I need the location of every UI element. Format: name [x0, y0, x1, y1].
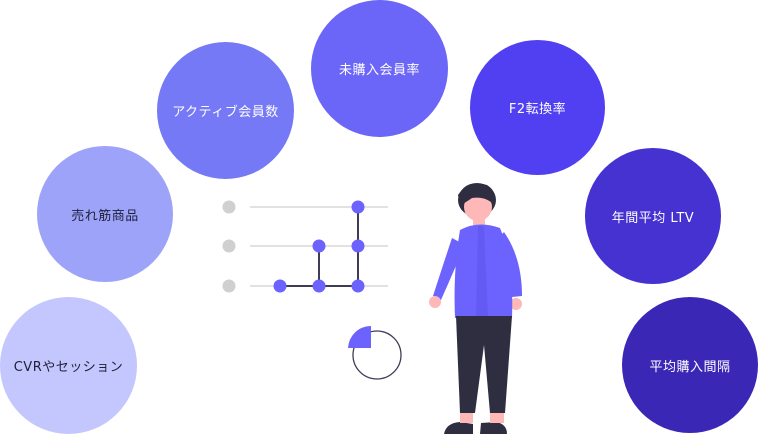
metric-label: 平均購入間隔	[649, 359, 731, 375]
metric-circle-cvr-sessions: CVRやセッション	[0, 297, 137, 434]
metric-label: 売れ筋商品	[71, 208, 139, 224]
metric-circle-best-sellers: 売れ筋商品	[37, 146, 173, 282]
metric-circle-non-purchasing-rate: 未購入会員率	[311, 0, 448, 137]
metric-circle-annual-ltv: 年間平均 LTV	[585, 148, 721, 284]
person-illustration	[429, 183, 522, 434]
pie-chart-icon	[348, 325, 402, 380]
node-graph-icon	[222, 200, 388, 293]
metric-label: F2転換率	[508, 102, 567, 117]
metric-circle-active-members: アクティブ会員数	[157, 42, 294, 179]
metric-label: CVRやセッション	[13, 360, 124, 375]
metric-label: 年間平均 LTV	[611, 210, 695, 226]
metric-label: 未購入会員率	[338, 63, 420, 78]
metric-circle-avg-purchase-interval: 平均購入間隔	[622, 297, 758, 433]
metric-circle-f2-conversion: F2転換率	[470, 40, 605, 175]
metric-label: アクティブ会員数	[172, 105, 279, 120]
